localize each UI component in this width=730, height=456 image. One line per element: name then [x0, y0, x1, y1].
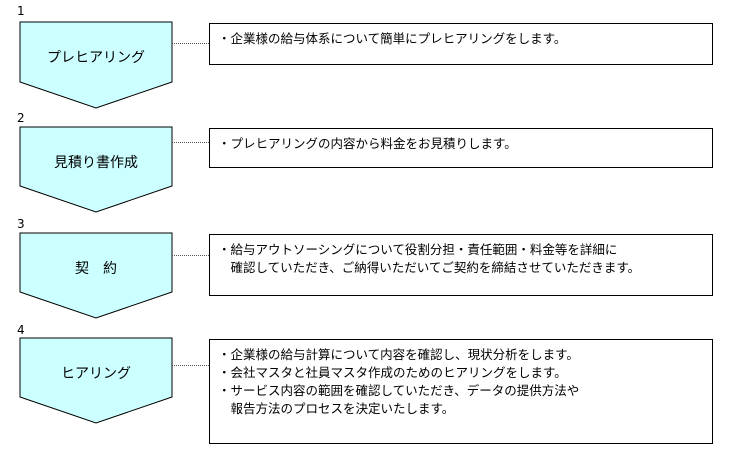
dotted-connector: [172, 365, 209, 366]
description-line: ・企業様の給与体系について簡単にプレヒアリングをします。: [218, 31, 567, 46]
dotted-connector: [172, 43, 209, 44]
description-box: ・給与アウトソーシングについて役割分担・責任範囲・料金等を詳細に 確認していただ…: [209, 234, 713, 296]
description-line: 報告方法のプロセスを決定いたします。: [218, 401, 455, 416]
step-title: ヒアリング: [61, 366, 131, 382]
description-line: ・企業様の給与計算について内容を確認し、現状分析をします。: [218, 347, 579, 362]
step-number: 4: [17, 323, 25, 337]
chevron-shape: [19, 232, 173, 323]
step-number: 1: [17, 4, 25, 18]
description-line: ・給与アウトソーシングについて役割分担・責任範囲・料金等を詳細に: [218, 242, 618, 257]
description-line: ・プレヒアリングの内容から料金をお見積りします。: [218, 136, 517, 151]
step-number: 2: [17, 111, 25, 125]
description-line: 確認していただき、ご納得いただいてご契約を締結させていただきます。: [218, 260, 641, 275]
description-box: ・企業様の給与計算について内容を確認し、現状分析をします。 ・会社マスタと社員マ…: [209, 339, 713, 444]
step-title: 契 約: [75, 261, 117, 277]
chevron-shape: [19, 337, 173, 428]
step-title: 見積り書作成: [54, 155, 138, 171]
chevron-shape: [19, 126, 173, 217]
description-line: ・サービス内容の範囲を確認していただき、データの提供方法や: [218, 383, 580, 398]
step-number: 3: [17, 217, 25, 231]
description-box: ・プレヒアリングの内容から料金をお見積りします。: [209, 128, 713, 168]
description-box: ・企業様の給与体系について簡単にプレヒアリングをします。: [209, 23, 713, 65]
dotted-connector: [172, 255, 209, 256]
dotted-connector: [172, 142, 209, 143]
description-line: ・会社マスタと社員マスタ作成のためのヒアリングをします。: [218, 365, 567, 380]
step-title: プレヒアリング: [47, 50, 145, 66]
chevron-shape: [19, 21, 173, 112]
